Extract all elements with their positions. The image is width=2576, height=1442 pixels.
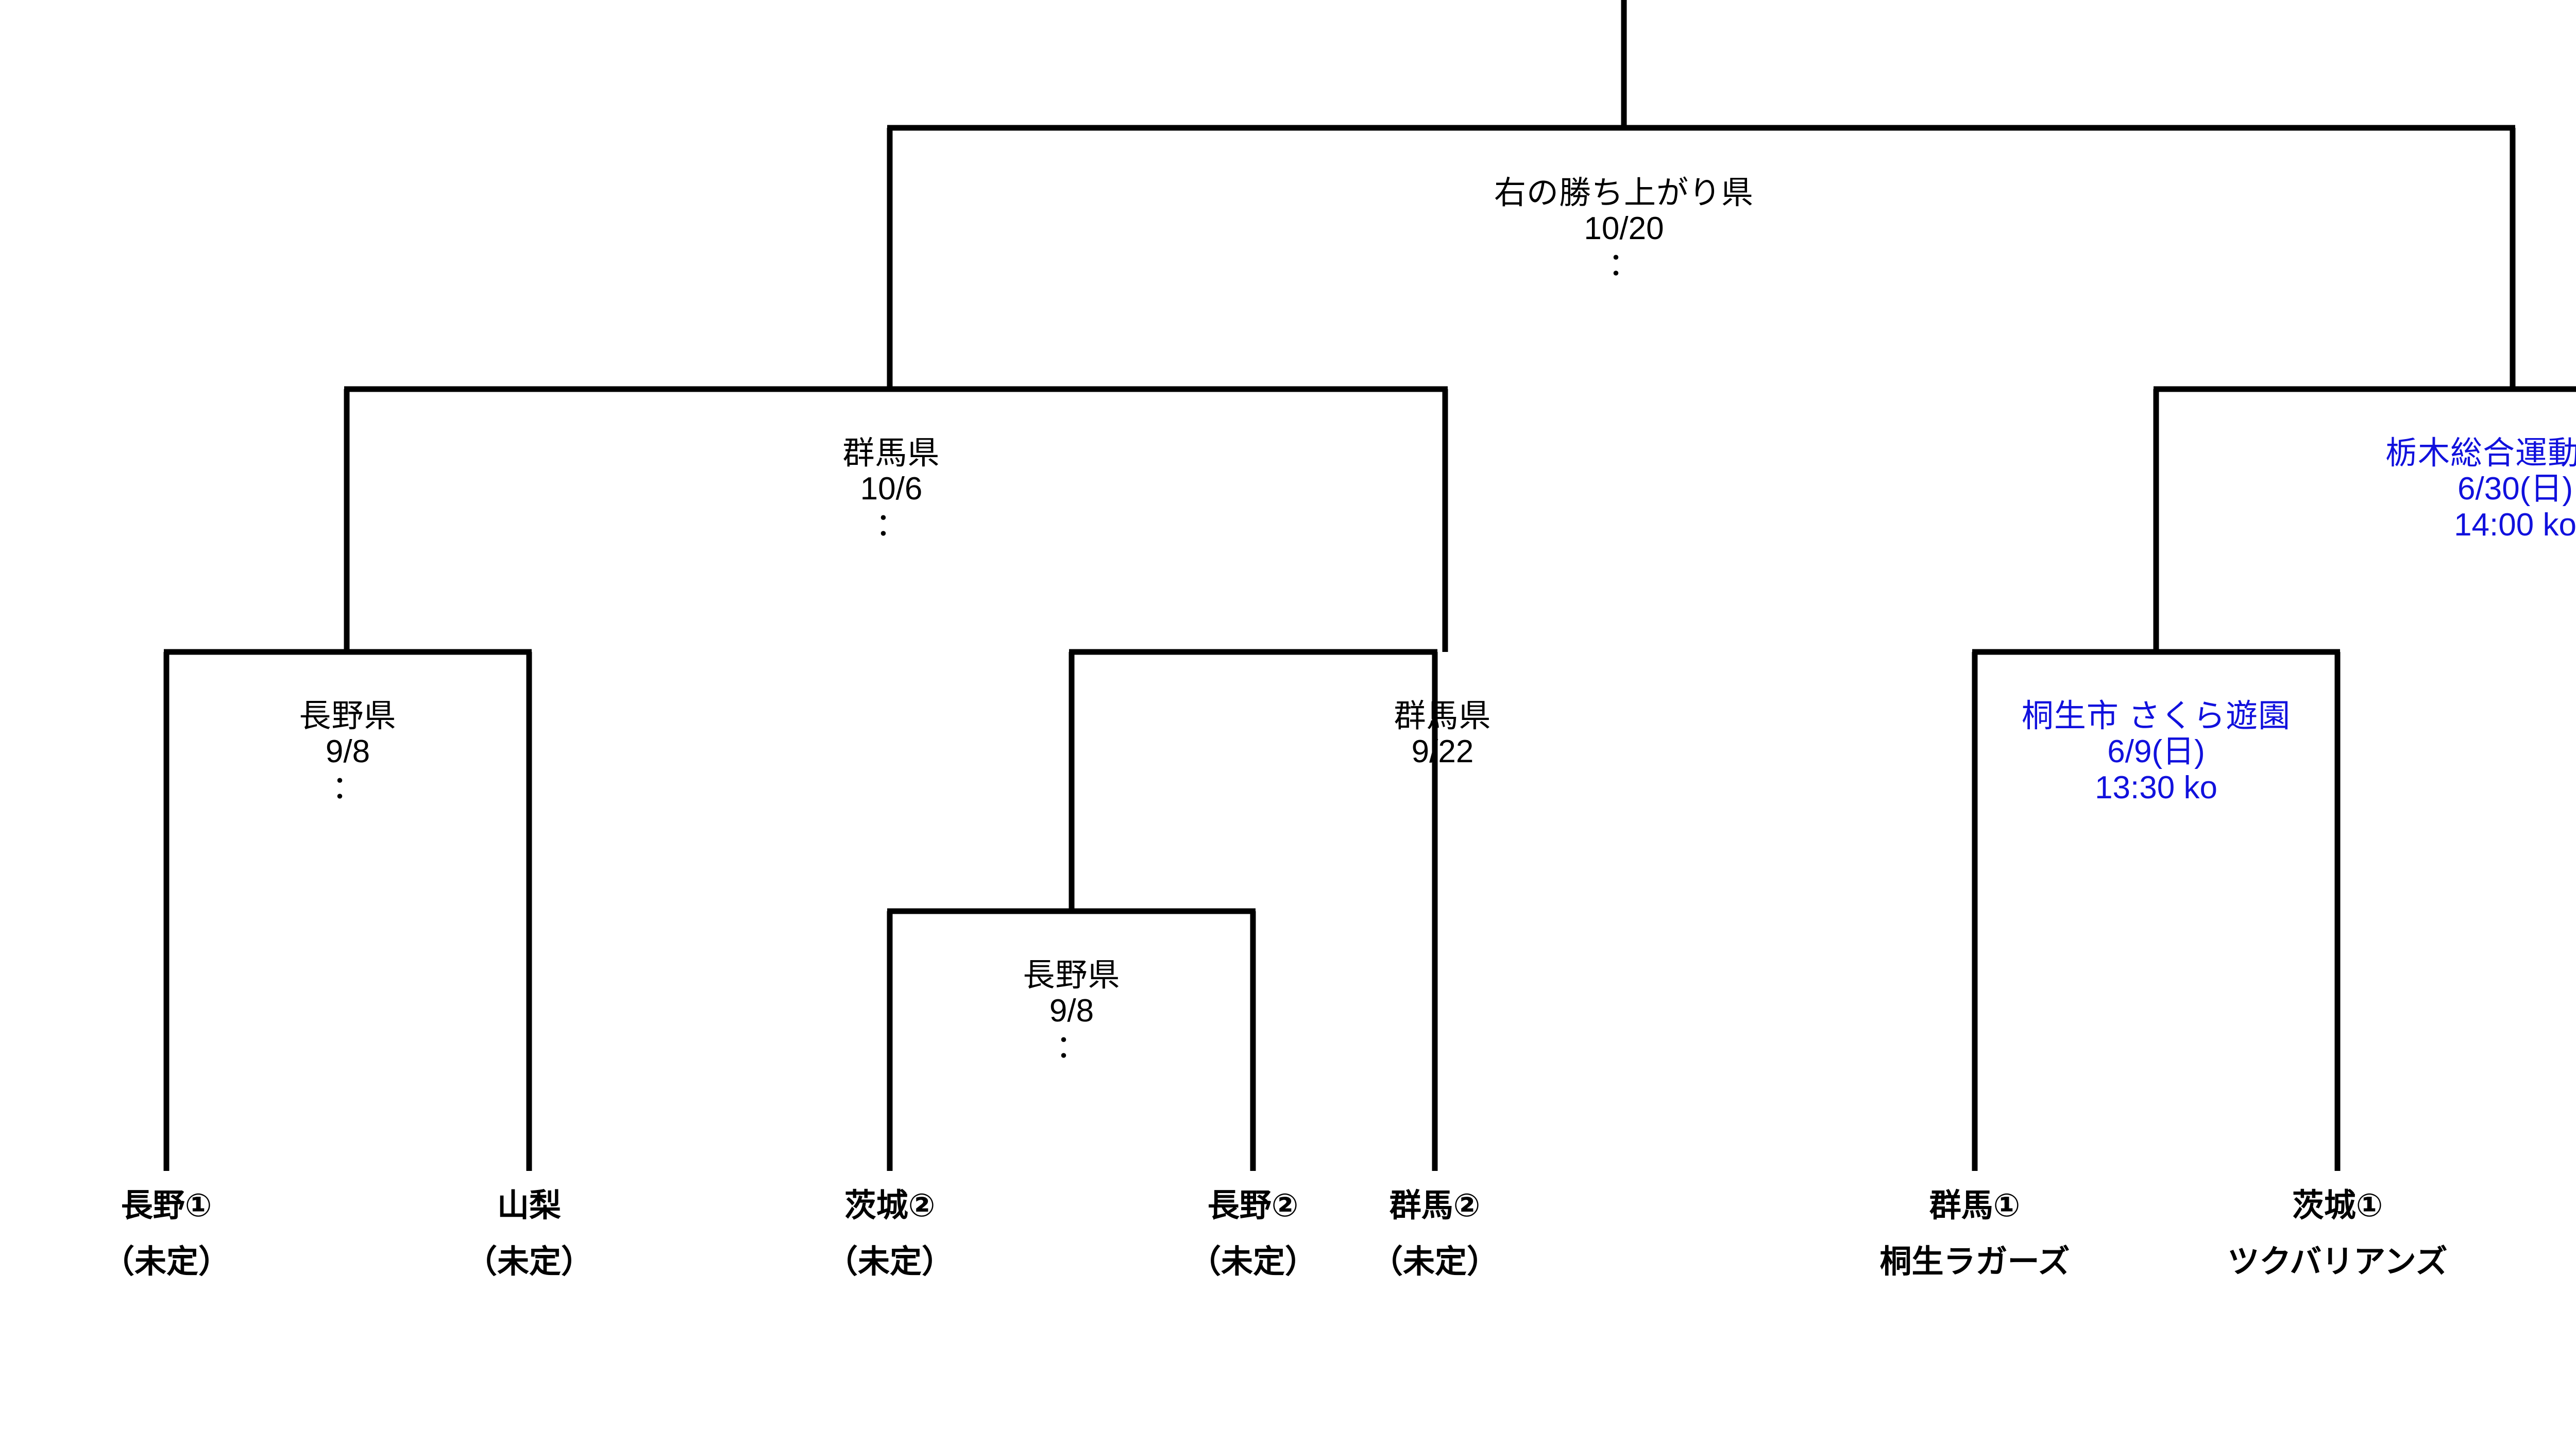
match-right-semi-score: 14:00 ko <box>2454 507 2576 543</box>
team-6-seed: 茨城① <box>2292 1188 2383 1223</box>
match-right-q1-venue: 桐生市 さくら遊園 <box>2021 698 2291 734</box>
match-right-q1-date: 6/9(日) <box>2107 734 2205 770</box>
team-7: 新潟 アイビス <box>2444 1188 2576 1280</box>
match-right-q2-venue: 栃木総合運動公園 <box>2573 698 2576 734</box>
match-left-semi-date: 10/6 <box>860 471 923 507</box>
match-left-r1-venue: 長野県 <box>1023 958 1121 993</box>
match-right-q1-score: 13:30 ko <box>2095 769 2217 806</box>
match-left-r1: 長野県 9/8 ： <box>762 958 1381 1065</box>
match-right-q2-score: 14:00 ko <box>2573 770 2576 806</box>
match-left-q2-score: ： <box>1426 769 1459 806</box>
team-4-name: （未定） <box>1370 1244 1499 1280</box>
team-2: 茨城② （未定） <box>632 1188 1147 1280</box>
match-right-q2-date: 6/9(日) <box>2573 734 2576 769</box>
match-left-q2-date: 9/22 <box>1411 734 1474 770</box>
match-left-semi: 群馬県 10/6 ： <box>582 435 1200 543</box>
team-1: 山梨 （未定） <box>272 1188 787 1280</box>
match-left-r1-date: 9/8 <box>1049 993 1094 1029</box>
team-6-name: ツクバリアンズ <box>2227 1244 2448 1280</box>
team-0-name: （未定） <box>102 1244 230 1280</box>
team-7-name: アイビス <box>2444 1244 2576 1280</box>
match-right-semi: 栃木総合運動公園 6/30(日) 14:00 ko <box>2206 435 2576 543</box>
match-left-semi-score: ： <box>875 507 907 543</box>
match-left-q1-date: 9/8 <box>325 734 370 770</box>
match-left-q1: 長野県 9/8 ： <box>39 698 657 806</box>
team-3-name: （未定） <box>1189 1244 1317 1280</box>
match-right-semi-venue: 栃木総合運動公園 <box>2385 435 2576 471</box>
match-left-q1-venue: 長野県 <box>299 698 397 734</box>
team-0: 長野① （未定） <box>0 1188 424 1280</box>
team-1-seed: 山梨 <box>497 1188 561 1223</box>
match-left-semi-venue: 群馬県 <box>842 435 940 471</box>
match-final-venue: 右の勝ち上がり県 <box>1494 175 1754 211</box>
team-0-seed: 長野① <box>121 1188 212 1223</box>
match-left-q2: 群馬県 9/22 ： <box>1133 698 1752 806</box>
match-final: 右の勝ち上がり県 10/20 ： <box>1315 175 1933 282</box>
match-left-q2-venue: 群馬県 <box>1394 698 1492 734</box>
team-7-seed: 新潟 <box>2444 1188 2576 1223</box>
match-right-semi-date: 6/30(日) <box>2458 471 2573 507</box>
team-3: 長野② （未定） <box>995 1188 1511 1280</box>
team-2-seed: 茨城② <box>844 1188 936 1223</box>
match-left-q1-score: ： <box>331 769 364 806</box>
team-4: 群馬② （未定） <box>1177 1188 1692 1280</box>
team-1-name: （未定） <box>465 1244 593 1280</box>
team-4-seed: 群馬② <box>1389 1188 1481 1223</box>
match-right-q1: 桐生市 さくら遊園 6/9(日) 13:30 ko <box>1847 698 2465 806</box>
match-final-date: 10/20 <box>1584 211 1664 247</box>
team-5-seed: 群馬① <box>1929 1188 2021 1223</box>
team-2-name: （未定） <box>825 1244 954 1280</box>
match-right-q2: 栃木総合運動公園 6/9(日) 14:00 ko <box>2573 698 2576 806</box>
team-5-name: 桐生ラガーズ <box>1879 1244 2070 1280</box>
team-5: 群馬① 桐生ラガーズ <box>1717 1188 2232 1280</box>
match-left-r1-score: ： <box>1055 1029 1088 1065</box>
team-6: 茨城① ツクバリアンズ <box>2080 1188 2576 1280</box>
team-3-seed: 長野② <box>1207 1188 1299 1223</box>
match-final-score: ： <box>1607 246 1640 282</box>
